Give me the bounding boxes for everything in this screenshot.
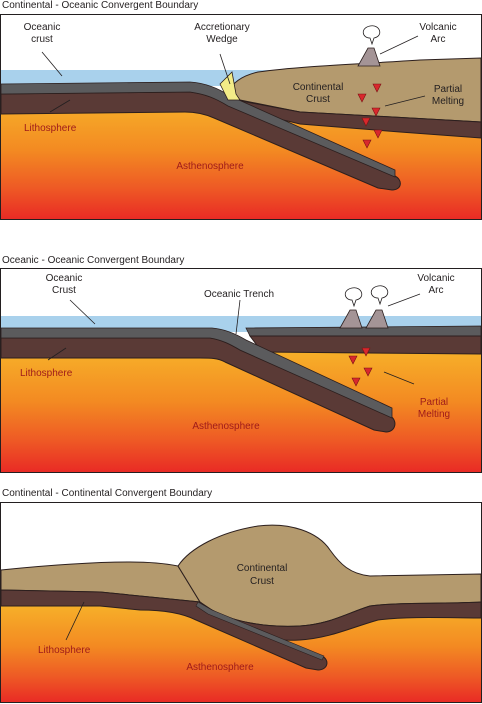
panel3-suture-strip (195, 601, 325, 661)
panel1-leaders (41, 35, 426, 113)
panel1-label-continental-1: Continental (293, 82, 344, 93)
panel2-label-volcanic-2: Arc (429, 285, 444, 296)
panel2-label-partial-1: Partial (420, 397, 448, 408)
panel2-label-lithosphere: Lithosphere (20, 368, 73, 379)
panel1-accretionary-wedge (219, 71, 241, 101)
panel3-label-lithosphere: Lithosphere (38, 645, 91, 656)
panel1-magma-drops (357, 83, 383, 149)
panel2-magma-drops (348, 347, 373, 387)
continental-oceanic-diagram: Oceanic crust Accretionary Wedge Volcani… (0, 14, 482, 220)
panel3-label-continental-2: Crust (250, 576, 274, 587)
panel1-oceanic-crust (0, 81, 396, 178)
panel1-label-accretionary-1: Accretionary (194, 22, 250, 33)
panel1-label-partial-2: Melting (432, 96, 464, 107)
panel2-volcano-2 (365, 309, 389, 329)
panel2-label-asthenosphere: Asthenosphere (192, 421, 260, 432)
panel1-smoke-icon (362, 25, 381, 46)
panel2-label-partial-2: Melting (418, 409, 450, 420)
panel1-label-continental-2: Crust (306, 94, 330, 105)
panel1-label-partial-1: Partial (434, 84, 462, 95)
panel2-volcano-1 (339, 309, 363, 329)
panel1-title: Continental - Oceanic Convergent Boundar… (2, 0, 199, 11)
panel2-label-trench: Oceanic Trench (204, 289, 274, 300)
panel2-overriding-crust (245, 325, 482, 337)
panel1-label-oceanic-crust-1: Oceanic (24, 22, 61, 33)
panel2-title: Oceanic - Oceanic Convergent Boundary (2, 255, 185, 266)
panel1-label-volcanic-2: Arc (431, 34, 446, 45)
panel1-label-asthenosphere: Asthenosphere (176, 161, 244, 172)
panel1-continental-crust (227, 57, 482, 123)
panel1-label-lithosphere: Lithosphere (24, 123, 77, 134)
panel1-label-volcanic-1: Volcanic (419, 22, 456, 33)
panel2-smoke-icon-1 (344, 287, 363, 308)
oceanic-oceanic-diagram: Oceanic Crust Oceanic Trench Volcanic Ar… (0, 268, 482, 473)
panel2-label-oceanic-crust-2: Crust (52, 285, 76, 296)
panel1-volcano (357, 47, 381, 67)
panel3-title: Continental - Continental Convergent Bou… (2, 488, 213, 499)
panel2-label-oceanic-crust-1: Oceanic (46, 273, 83, 284)
panel2-oceanic-crust (0, 327, 393, 419)
panel2-smoke-icon-2 (370, 285, 389, 306)
panel2-leaders (47, 293, 421, 385)
panel3-leaders (65, 601, 85, 641)
panel3-label-asthenosphere: Asthenosphere (186, 662, 254, 673)
panel1-label-oceanic-crust-2: crust (31, 34, 53, 45)
continental-continental-diagram: Continental Crust Lithosphere Asthenosph… (0, 502, 482, 703)
panel3-label-continental-1: Continental (237, 563, 288, 574)
panel2-label-volcanic-1: Volcanic (417, 273, 454, 284)
panel3-overriding-lithosphere (211, 601, 482, 641)
panel1-label-accretionary-2: Wedge (206, 34, 238, 45)
